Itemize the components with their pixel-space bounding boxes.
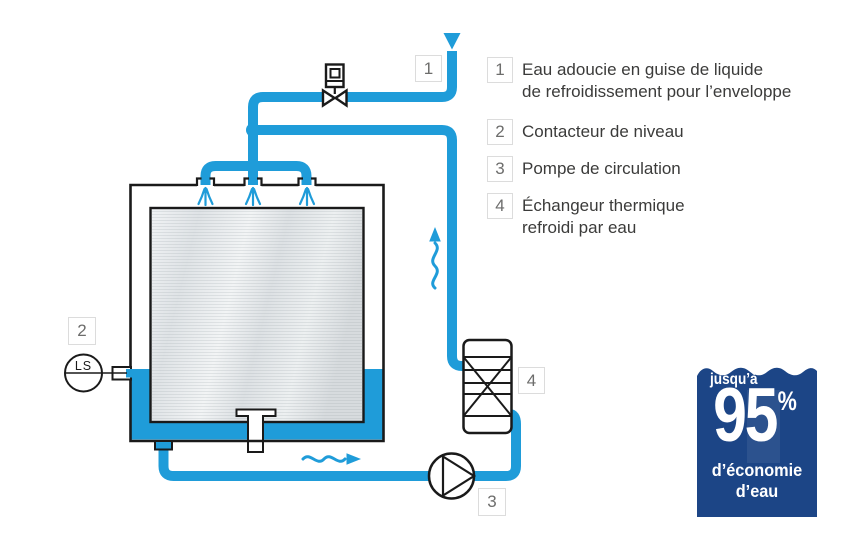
diagram-label-3: 3 — [478, 488, 506, 516]
flow-arrow-up-icon — [429, 227, 441, 290]
pipe-bottom-circulation — [158, 409, 521, 481]
level-switch-icon — [64, 353, 133, 393]
control-valve-icon — [321, 63, 348, 108]
badge-percent-sign: % — [777, 386, 797, 416]
diagram-label-4: 4 — [518, 367, 545, 394]
pipe-junctions — [246, 123, 260, 173]
legend-item-4: 4 Échangeur thermique refroidi par eau — [487, 193, 685, 239]
badge-percent-value: 95 — [713, 373, 778, 458]
legend-item-2: 2 Contacteur de niveau — [487, 119, 684, 145]
badge-prefix: jusqu’à — [710, 371, 758, 388]
flow-arrow-right-icon — [301, 453, 361, 465]
level-switch-label: LS — [74, 359, 93, 373]
legend-text: Échangeur thermique refroidi par eau — [522, 196, 685, 237]
legend-item-3: 3 Pompe de circulation — [487, 156, 681, 182]
diagram-label-1: 1 — [415, 55, 442, 82]
legend-number: 2 — [487, 119, 513, 145]
legend-text: Contacteur de niveau — [522, 122, 684, 141]
pipe-riser-from-exchanger — [253, 125, 465, 371]
heat-exchanger-icon — [462, 338, 513, 435]
junction-dot — [246, 159, 260, 173]
pump-icon — [427, 452, 477, 500]
outer-tank — [129, 177, 385, 443]
badge-suffix-line2: d’eau — [735, 481, 779, 501]
pipe-network — [158, 51, 521, 481]
diagram-label-2: 2 — [68, 317, 96, 345]
pipe-supply-to-manifold — [248, 92, 323, 166]
spray-nozzle-icon — [197, 186, 214, 207]
legend-number: 3 — [487, 156, 513, 182]
nozzle-collar — [195, 177, 317, 186]
water-inlet-arrow-icon — [443, 33, 461, 50]
water-savings-badge: jusqu’à 95% d’économie d’eau — [697, 361, 817, 517]
legend-text: Eau adoucie en guise de liquide de refro… — [522, 60, 792, 101]
legend-number: 4 — [487, 193, 513, 219]
badge-suffix-line1: d’économie — [711, 460, 803, 480]
badge-value: 95% — [709, 378, 802, 454]
inner-tank — [149, 206, 365, 424]
pipe-fresh-water-inlet — [347, 51, 457, 102]
legend-item-1: 1 Eau adoucie en guise de liquide de ref… — [487, 57, 791, 103]
tank-outlet-fitting — [154, 440, 173, 451]
spray-nozzle-icon — [244, 186, 262, 207]
drain-fitting — [235, 408, 277, 453]
badge-wave-shape — [697, 367, 817, 517]
junction-dot — [246, 123, 260, 137]
spray-nozzle-icon — [298, 186, 316, 207]
legend-number: 1 — [487, 57, 513, 83]
legend-text: Pompe de circulation — [522, 159, 681, 178]
